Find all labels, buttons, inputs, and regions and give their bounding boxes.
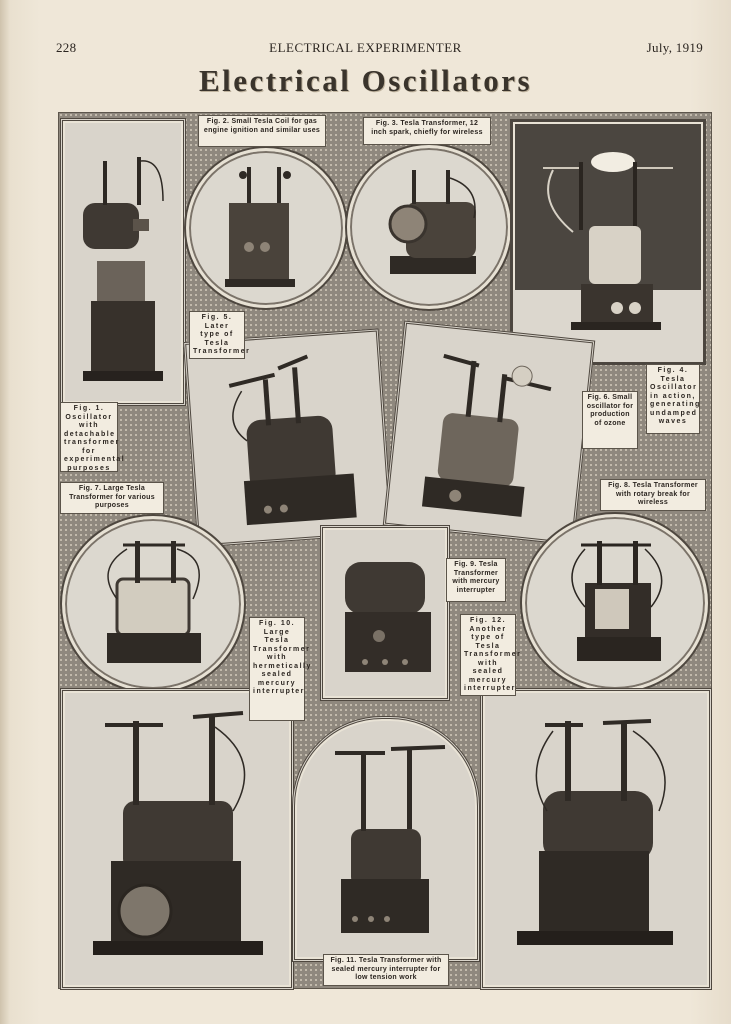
caption-fig-10: Fig. 10. Large Tesla Transformer with he… (249, 617, 310, 721)
journal-title: ELECTRICAL EXPERIMENTER (269, 40, 462, 55)
caption-fig-3: Fig. 3. Tesla Transformer, 12 inch spark… (363, 117, 491, 145)
figure-3-photo (347, 145, 511, 309)
figure-9-photo (320, 525, 450, 701)
figure-6-photo (382, 320, 596, 546)
figure-8-photo (480, 688, 712, 990)
caption-fig-4: Fig. 4. Tesla Oscillator in action, gene… (646, 364, 700, 434)
figure-7-photo (62, 516, 244, 692)
caption-fig-9: Fig. 9. Tesla Transformer with mercury i… (446, 558, 506, 602)
page-title: Electrical Oscillators (198, 63, 533, 98)
caption-fig-12: Fig. 12. Another type of Tesla Transform… (460, 614, 520, 696)
figure-11-photo (292, 716, 480, 962)
caption-fig-1: Fig. 1. Oscillator with detachable trans… (60, 402, 124, 472)
figure-12-photo (522, 514, 708, 692)
figure-1-photo (60, 118, 186, 406)
caption-fig-2: Fig. 2. Small Tesla Coil for gas engine … (198, 115, 326, 147)
page-number: 228 (56, 40, 77, 55)
caption-fig-7: Fig. 7. Large Tesla Transformer for vari… (60, 482, 164, 514)
figure-5-photo (183, 328, 393, 548)
figure-10-photo (60, 688, 294, 990)
figure-2-photo (186, 148, 346, 308)
caption-fig-11: Fig. 11. Tesla Transformer with sealed m… (323, 954, 449, 986)
issue-date: July, 1919 (646, 40, 703, 55)
caption-fig-6: Fig. 6. Small oscillator for production … (582, 391, 638, 449)
figure-4-photo (510, 119, 706, 365)
caption-fig-8: Fig. 8. Tesla Transformer with rotary br… (600, 479, 706, 511)
caption-fig-5: Fig. 5. Later type of Tesla Transformer (189, 311, 249, 359)
